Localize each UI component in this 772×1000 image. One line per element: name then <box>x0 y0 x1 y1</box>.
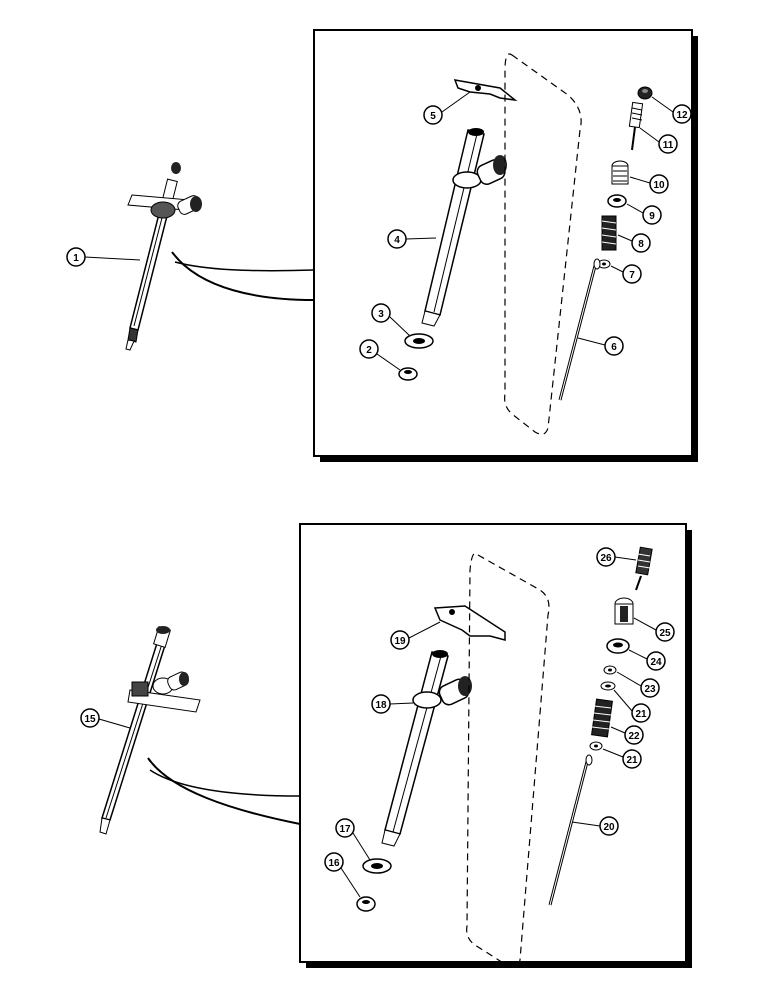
clamp-19 <box>433 605 506 641</box>
callout-23-label: 23 <box>644 684 656 695</box>
callout-26: 26 <box>596 547 637 567</box>
callout-24: 24 <box>628 649 666 671</box>
callout-26-label: 26 <box>600 553 612 564</box>
spring-22 <box>591 698 613 738</box>
callout-4-label: 4 <box>394 235 400 246</box>
washer-21-lower <box>589 741 603 751</box>
callout-10: 10 <box>629 174 669 194</box>
callout-23: 23 <box>616 671 660 698</box>
callout-22-label: 22 <box>628 731 640 742</box>
washer-3 <box>404 333 434 349</box>
injector-body-4 <box>421 128 507 327</box>
injector-assembly-small-1 <box>125 162 202 351</box>
bottom-assembly: 15 19 18 <box>80 523 692 968</box>
callout-24-label: 24 <box>650 657 662 668</box>
callout-8: 8 <box>617 233 651 253</box>
injector-body-18 <box>381 650 472 847</box>
top-connector-line <box>171 251 315 301</box>
callout-7-label: 7 <box>629 270 635 281</box>
callout-6-label: 6 <box>611 342 617 353</box>
callout-4: 4 <box>387 229 437 249</box>
bottom-connector-line-2 <box>149 769 301 797</box>
callout-1: 1 <box>66 247 141 267</box>
callout-10-label: 10 <box>653 180 665 191</box>
washer-17 <box>362 858 392 874</box>
injector-assembly-small-15 <box>99 626 201 835</box>
callout-5-label: 5 <box>430 111 436 122</box>
washer-2 <box>398 367 418 381</box>
callout-3: 3 <box>371 303 411 337</box>
washer-23 <box>603 665 617 675</box>
callout-1-label: 1 <box>73 253 79 264</box>
callout-25-label: 25 <box>659 628 671 639</box>
screw-26 <box>635 546 653 591</box>
callout-8-label: 8 <box>638 239 644 250</box>
washer-21-upper <box>600 681 616 691</box>
callout-22: 22 <box>610 725 644 745</box>
callout-19-label: 19 <box>394 636 406 647</box>
callout-17: 17 <box>335 818 371 861</box>
spindle-20 <box>548 754 593 906</box>
callout-21b-label: 21 <box>626 755 638 766</box>
callout-2: 2 <box>359 339 401 371</box>
callout-7: 7 <box>610 264 642 284</box>
callout-21a: 21 <box>613 689 651 723</box>
callout-18: 18 <box>371 694 414 714</box>
top-assembly: 1 5 4 <box>66 29 698 462</box>
washer-16 <box>356 896 376 912</box>
cap-10 <box>611 160 629 185</box>
spring-8 <box>601 215 617 251</box>
top-group-dashed-outline <box>504 53 582 435</box>
callout-21b: 21 <box>602 748 642 769</box>
callout-16: 16 <box>324 852 361 898</box>
top-detail-frame <box>313 29 693 457</box>
top-connector-line-2 <box>174 261 315 272</box>
callout-2-label: 2 <box>366 345 372 356</box>
callout-20: 20 <box>571 816 619 836</box>
bottom-detail-frame <box>299 523 687 963</box>
clamp-5 <box>453 79 518 102</box>
callout-12-label: 12 <box>676 110 688 121</box>
callout-17-label: 17 <box>339 824 351 835</box>
cap-25 <box>614 597 634 625</box>
callout-5: 5 <box>423 91 471 125</box>
callout-19: 19 <box>390 621 441 650</box>
callout-9: 9 <box>626 203 662 225</box>
nut-9 <box>607 194 627 208</box>
callout-15-label: 15 <box>84 714 96 725</box>
nut-24 <box>606 638 630 654</box>
callout-18-label: 18 <box>375 700 387 711</box>
bottom-group-dashed-outline <box>466 552 550 968</box>
callout-16-label: 16 <box>328 858 340 869</box>
callout-21a-label: 21 <box>635 709 647 720</box>
callout-6: 6 <box>577 336 624 356</box>
callout-25: 25 <box>633 617 675 642</box>
callout-11: 11 <box>639 127 678 154</box>
callout-15: 15 <box>80 708 131 729</box>
spindle-6 <box>558 258 601 401</box>
screw-11 <box>628 101 644 151</box>
callout-20-label: 20 <box>603 822 615 833</box>
bottom-connector-line <box>147 757 301 825</box>
callout-3-label: 3 <box>378 309 384 320</box>
callout-11-label: 11 <box>663 140 674 151</box>
nut-12 <box>637 86 653 100</box>
callout-12: 12 <box>651 96 692 124</box>
callout-9-label: 9 <box>649 211 655 222</box>
